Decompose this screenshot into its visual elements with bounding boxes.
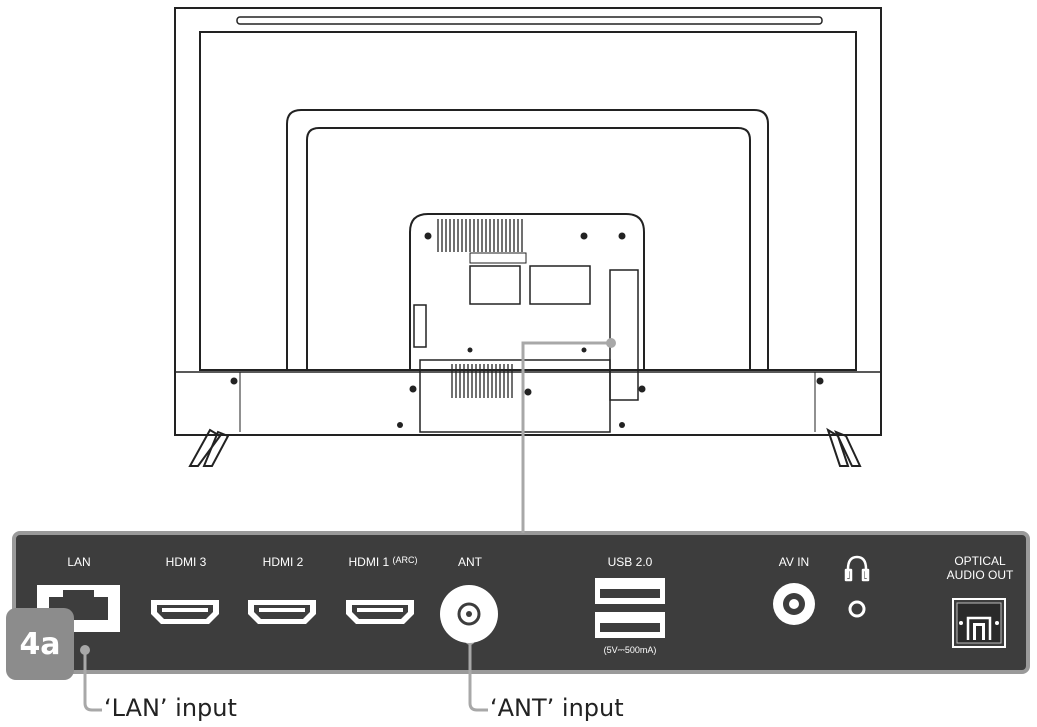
- vent-grille-bottom: [451, 364, 513, 398]
- lan-callout-label: ‘LAN’ input: [104, 694, 237, 722]
- hdmi-1-arc-label: (ARC): [392, 555, 418, 565]
- hdmi-1-label-text: HDMI 1: [348, 555, 390, 569]
- screw-holes: [230, 232, 824, 428]
- ant-callout-line: [468, 640, 488, 712]
- hdmi-1-port-icon: [346, 600, 414, 624]
- ant-leader-line: [521, 341, 611, 533]
- lan-callout-line: [83, 650, 102, 712]
- center-back-plate: [409, 213, 645, 433]
- vent-grille-top: [437, 219, 523, 252]
- optical-label-line-1: OPTICAL: [954, 554, 1006, 568]
- ant-port-icon: [440, 585, 498, 643]
- av-in-jack-icon: [773, 583, 815, 625]
- optical-label-line-2: AUDIO OUT: [946, 568, 1014, 582]
- usb-rating-label: (5V⎓500mA): [603, 645, 657, 655]
- hdmi-3-label: HDMI 3: [165, 555, 207, 569]
- connector-panel: [12, 531, 1030, 674]
- lan-callout-dot: [80, 645, 90, 655]
- lan-label: LAN: [67, 555, 91, 569]
- usb-label: USB 2.0: [607, 555, 653, 569]
- hdmi-1-label: HDMI 1 (ARC): [336, 555, 430, 569]
- hdmi-2-label: HDMI 2: [262, 555, 304, 569]
- step-badge: 4a: [6, 608, 74, 680]
- tv-back-outline: [174, 7, 882, 436]
- av-in-label: AV IN: [778, 555, 810, 569]
- headphone-jack-icon: [848, 600, 866, 618]
- hdmi-3-port-icon: [151, 600, 219, 624]
- ant-callout-label: ‘ANT’ input: [490, 694, 624, 722]
- usb-port-icon: [595, 578, 665, 638]
- tv-stand-feet: [188, 427, 862, 467]
- headphone-icon: [844, 555, 870, 582]
- hdmi-2-port-icon: [248, 600, 316, 624]
- optical-port-icon: [952, 598, 1006, 648]
- ant-leader-dot: [606, 338, 616, 348]
- ant-label: ANT: [458, 555, 482, 569]
